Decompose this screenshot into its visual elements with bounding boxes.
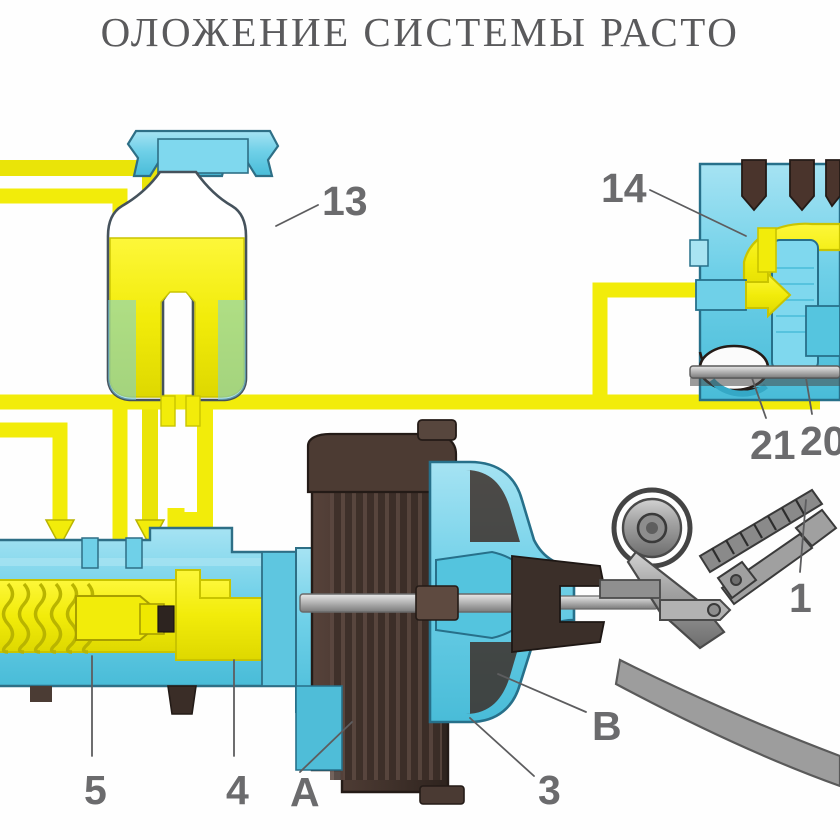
leader-B: [497, 673, 587, 713]
leader-1: [799, 499, 807, 573]
pushrod-clevis: [698, 488, 824, 574]
pneumatic-control-valve: [689, 159, 840, 402]
leader-20: [805, 377, 813, 415]
callout-4: 4: [226, 767, 249, 813]
callout-13: 13: [322, 178, 368, 224]
leader-21: [751, 377, 767, 419]
callout-leader-lines: [91, 189, 813, 777]
callout-B: B: [592, 703, 622, 749]
callout-5: 5: [84, 767, 107, 813]
master-cylinder: [0, 526, 310, 715]
brake-pedal-lever: [599, 487, 840, 788]
callout-21: 21: [750, 422, 796, 468]
supply-line-left-2: [0, 188, 128, 560]
supply-line-bus-lower: [0, 422, 68, 520]
vacuum-brake-booster: [295, 419, 659, 805]
leader-14: [649, 189, 747, 237]
page-title: ОЛОЖЕНИЕ СИСТЕМЫ РАСТО: [100, 9, 740, 55]
callout-3: 3: [538, 767, 561, 813]
callout-A: A: [290, 769, 320, 815]
callout-14: 14: [601, 165, 647, 211]
leader-13: [275, 204, 319, 227]
leader-A: [299, 721, 353, 773]
pushrod-adjuster: [716, 508, 838, 606]
line-to-pneumatic-valve: [430, 282, 735, 410]
callout-1: 1: [789, 575, 812, 621]
leader-3: [469, 717, 535, 777]
callout-20: 20: [800, 418, 840, 464]
brake-fluid-reservoir: [106, 129, 280, 427]
